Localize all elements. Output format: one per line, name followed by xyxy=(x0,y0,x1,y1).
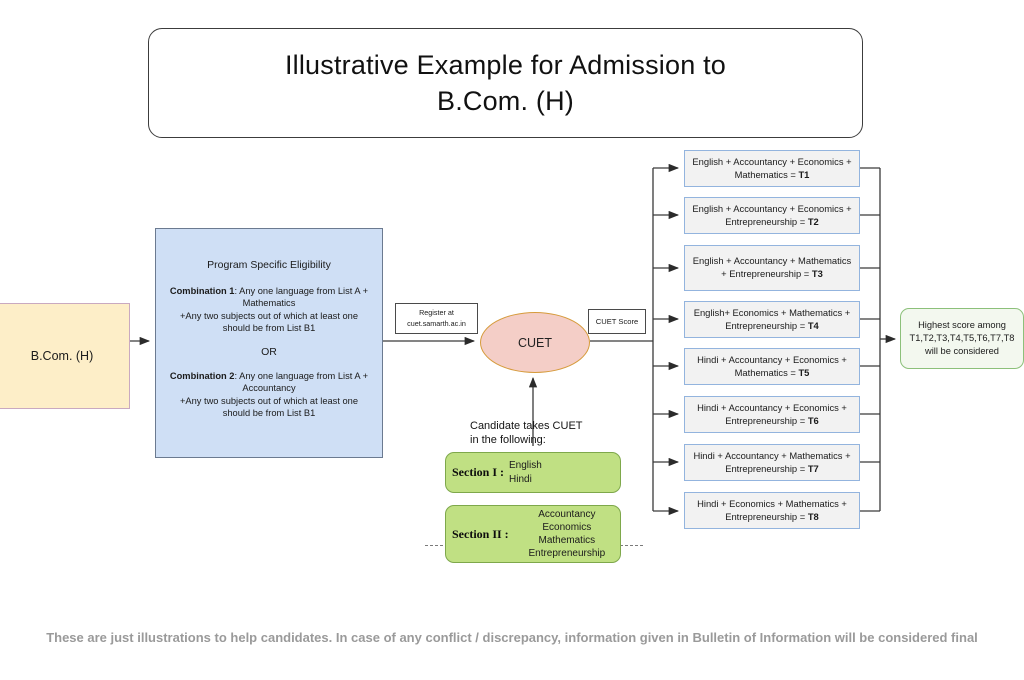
combination-box-text: Hindi + Economics + Mathematics + Entrep… xyxy=(697,497,847,522)
combination-1: Combination 1: Any one language from Lis… xyxy=(166,285,372,334)
section-2-item-0: Accountancy xyxy=(538,508,596,520)
eligibility-heading: Program Specific Eligibility xyxy=(207,259,331,271)
cuet-node: CUET xyxy=(480,312,590,373)
combination-2-extra: +Any two subjects out of which at least … xyxy=(179,395,359,418)
result-node: Highest score among T1,T2,T3,T4,T5,T6,T7… xyxy=(900,308,1024,369)
section-1-items: English Hindi xyxy=(509,459,542,485)
cuet-node-label: CUET xyxy=(517,335,553,350)
candidate-note-line1: Candidate takes CUET xyxy=(470,420,583,432)
combination-1-text: : Any one language from List A + Mathema… xyxy=(234,286,369,309)
combination-code: T1 xyxy=(798,168,810,180)
combination-2-label: Combination 2 xyxy=(169,371,235,382)
result-line1: Highest score among xyxy=(918,320,1006,331)
combination-code: T2 xyxy=(807,215,819,227)
combination-box-t7: Hindi + Accountancy + Mathematics + Entr… xyxy=(684,444,860,481)
section-1-box: Section I : English Hindi xyxy=(445,452,621,493)
section-2-item-3: Entrepreneurship xyxy=(528,548,606,560)
section-2-box: Section II : Accountancy Economics Mathe… xyxy=(445,505,621,563)
combination-2: Combination 2: Any one language from Lis… xyxy=(166,370,372,419)
section-2-label: Section II : xyxy=(452,526,509,541)
combination-box-text: English + Accountancy + Mathematics + En… xyxy=(692,255,852,279)
candidate-note: Candidate takes CUET in the following: xyxy=(470,420,670,448)
result-line3: will be considered xyxy=(925,345,999,356)
combination-box-text: Hindi + Accountancy + Economics + Mathem… xyxy=(697,353,847,378)
result-line2: T1,T2,T3,T4,T5,T6,T7,T8 xyxy=(909,333,1015,344)
combination-box-t5: Hindi + Accountancy + Economics + Mathem… xyxy=(684,348,860,385)
cuet-score-label: CUET Score xyxy=(588,309,646,334)
candidate-note-line2: in the following: xyxy=(470,433,546,446)
combination-box-text: Hindi + Accountancy + Economics + Entrep… xyxy=(697,401,847,426)
combination-1-label: Combination 1 xyxy=(169,286,235,296)
combination-code: T3 xyxy=(811,268,823,279)
section-1-item-1: Hindi xyxy=(509,473,532,485)
program-node-label: B.Com. (H) xyxy=(30,349,94,363)
combination-code: T7 xyxy=(807,462,819,474)
eligibility-or: OR xyxy=(261,346,277,359)
footer-disclaimer: These are just illustrations to help can… xyxy=(46,630,978,645)
section-2-item-2: Mathematics xyxy=(538,535,596,546)
register-label-line1: Register at xyxy=(419,308,454,318)
combination-box-text: English + Accountancy + Economics + Entr… xyxy=(692,202,852,227)
page-title-line2: B.Com. (H) xyxy=(436,86,574,116)
section-1-item-0: English xyxy=(509,460,542,472)
combination-box-t1: English + Accountancy + Economics + Math… xyxy=(684,150,860,187)
combination-box-text: Hindi + Accountancy + Mathematics + Entr… xyxy=(693,449,851,474)
combination-code: T4 xyxy=(807,319,819,331)
combination-box-t8: Hindi + Economics + Mathematics + Entrep… xyxy=(684,492,860,529)
section-2-item-1: Economics xyxy=(542,521,592,533)
combination-box-t4: English+ Economics + Mathematics + Entre… xyxy=(684,301,860,338)
register-label: Register at cuet.samarth.ac.in xyxy=(395,303,478,334)
page-title: Illustrative Example for Admission to B.… xyxy=(148,28,863,138)
combination-code: T5 xyxy=(798,366,810,378)
combination-box-t6: Hindi + Accountancy + Economics + Entrep… xyxy=(684,396,860,433)
combination-box-t3: English + Accountancy + Mathematics + En… xyxy=(684,245,860,291)
combination-code: T6 xyxy=(807,414,819,426)
register-url: cuet.samarth.ac.in xyxy=(407,318,466,328)
combination-box-text: English + Accountancy + Economics + Math… xyxy=(692,155,852,180)
page-title-text: Illustrative Example for Admission to B.… xyxy=(273,47,738,120)
section-1-label: Section I : xyxy=(452,465,504,479)
combination-1-extra: +Any two subjects out of which at least … xyxy=(179,310,359,333)
combination-box-t2: English + Accountancy + Economics + Entr… xyxy=(684,197,860,234)
combination-2-text: : Any one language from List A + Account… xyxy=(234,371,369,394)
page-title-line1: Illustrative Example for Admission to xyxy=(284,49,727,80)
combination-code: T8 xyxy=(807,510,819,522)
eligibility-node: Program Specific Eligibility Combination… xyxy=(155,228,383,458)
cuet-score-text: CUET Score xyxy=(595,317,639,326)
section-2-items: Accountancy Economics Mathematics Entrep… xyxy=(514,508,620,561)
program-node: B.Com. (H) xyxy=(0,303,130,409)
combination-box-text: English+ Economics + Mathematics + Entre… xyxy=(693,306,851,331)
